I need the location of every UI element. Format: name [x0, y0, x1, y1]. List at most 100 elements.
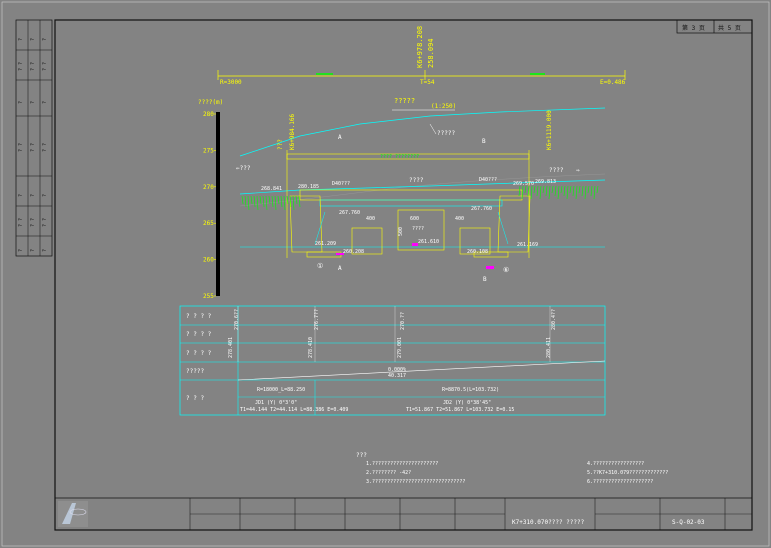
hatch-line: [554, 185, 557, 197]
road-note: ????: [409, 177, 424, 184]
elevation-top-label: 258.094: [427, 38, 435, 68]
strip-cell-text: ?: [30, 194, 36, 197]
section-a-bottom: A: [338, 265, 342, 272]
hatch-line: [587, 185, 590, 194]
strip-cell-text: ?: [42, 101, 48, 104]
strip-cell-text: ?: [30, 101, 36, 104]
center-box: [397, 209, 445, 251]
hatch-line: [533, 185, 536, 194]
hatch-line: [575, 185, 578, 200]
left-pier: [351, 227, 383, 255]
hatch-line: [572, 185, 575, 197]
left-magenta-mark: [336, 253, 344, 255]
hatch-line: [271, 195, 274, 208]
elev-center: 261.610: [418, 239, 439, 245]
terrain-faint: [239, 173, 606, 207]
hatch-line: [286, 195, 289, 205]
hatch-line: [283, 195, 286, 211]
right-abutment: [497, 195, 531, 253]
hatch-line: [542, 185, 545, 194]
total-dim-label: ???? ????????: [380, 154, 419, 160]
strip-cell-text: ?: [18, 101, 24, 104]
note-line: 5.??K7+310.079?????????????: [587, 470, 668, 476]
section-b-bottom: B: [483, 276, 487, 283]
hatch-line: [545, 185, 548, 197]
hatch-line: [289, 195, 292, 208]
left-note-label: ???: [277, 139, 284, 150]
hatch-line: [596, 185, 599, 194]
hatch-line: [560, 185, 563, 194]
elev-left-found: 261.209: [315, 241, 336, 247]
elevation-tick-label: 275: [203, 147, 214, 154]
section-title-text: ?????: [394, 97, 415, 105]
horizontal-curve-right-1: JD2 (Y) 0°38'45": [443, 400, 491, 406]
title-block-caption: K7+310.070???? ?????: [512, 519, 585, 526]
col4-val-b: 280.4??: [551, 309, 557, 330]
notes-heading: ???: [356, 452, 367, 459]
right-direction-note: ????: [549, 167, 564, 174]
note-line: 1.??????????????????????: [366, 461, 438, 467]
elevation-tick-label: 260: [203, 257, 214, 264]
span-mid-label: 600: [410, 216, 419, 222]
table-row-label: ? ? ?: [186, 395, 204, 402]
section-b-top: B: [482, 138, 486, 145]
elev-right-deck: 269.813: [535, 179, 556, 185]
title-block: K7+310.070???? ????? S-Q-02-03: [55, 497, 752, 530]
ground-line: [239, 107, 606, 157]
slope-value: 0.000%: [388, 367, 406, 373]
note-line: 3.???????????????????????????????: [366, 479, 465, 485]
total-pages-label: 共 5 页: [718, 24, 741, 32]
hatch-line: [581, 185, 584, 197]
hatch-line: [539, 185, 542, 200]
strip-cell-text: ? ?: [18, 62, 24, 71]
hatch-line: [262, 195, 265, 208]
hatch-line: [280, 195, 283, 208]
center-magenta-mark: [412, 243, 418, 246]
hatch-line: [256, 195, 259, 211]
note-line: 2.???????? -42?: [366, 470, 411, 476]
slope-length: 40.317: [388, 373, 406, 379]
hatch-line: [563, 185, 566, 197]
elevation-axis-title: ????(m): [198, 99, 223, 106]
span-left-label: 400: [366, 216, 375, 222]
elev-right-found2: 261.169: [517, 242, 538, 248]
left-binding-strip: ???? ?? ?? ????? ?? ?? ????? ?? ?? ????: [15, 19, 53, 257]
elev-left-deck: 268.841: [261, 186, 282, 192]
strip-cell-text: ? ?: [42, 143, 48, 152]
hatch-line: [524, 185, 527, 194]
left-joint-label: D40???: [332, 181, 350, 187]
hatch-line: [295, 195, 298, 205]
drawing-frame: [54, 19, 753, 531]
strip-cell-text: ?: [18, 249, 24, 252]
pile-left-mark: ①: [317, 262, 323, 270]
tangent-label: T=54: [420, 79, 435, 86]
right-magenta-mark: [486, 266, 494, 269]
alignment-header: K6+978.208 258.094 R=3000 T=54 E=0.486: [217, 26, 626, 86]
hatch-line: [590, 185, 593, 197]
road-profile-line: [239, 179, 606, 195]
strip-cell-text: ? ?: [18, 218, 24, 227]
section-scale: (1:250): [431, 103, 456, 110]
external-label: E=0.486: [600, 79, 626, 86]
profile-lines: [239, 107, 606, 248]
page-number-box: 第 3 页 共 5 页: [676, 19, 753, 34]
right-pier: [459, 227, 491, 255]
hatch-line: [578, 185, 581, 194]
note-line: 6.????????????????????: [587, 479, 653, 485]
elevation-tick-label: 280: [203, 111, 214, 118]
col3-val-a: 279.001: [397, 337, 403, 358]
strip-cell-text: ? ?: [30, 62, 36, 71]
height-label: 500: [398, 227, 404, 236]
strip-cell-text: ?: [30, 249, 36, 252]
hatch-line: [259, 195, 262, 205]
elev-right-low: 267.760: [471, 206, 492, 212]
hatch-line: [593, 185, 596, 200]
col1-val-a: 278.401: [228, 337, 234, 358]
right-foundation: [473, 251, 509, 258]
hatch-line: [292, 195, 295, 211]
strip-cell-text: ? ?: [18, 143, 24, 152]
elevation-tick-label: 265: [203, 220, 214, 227]
